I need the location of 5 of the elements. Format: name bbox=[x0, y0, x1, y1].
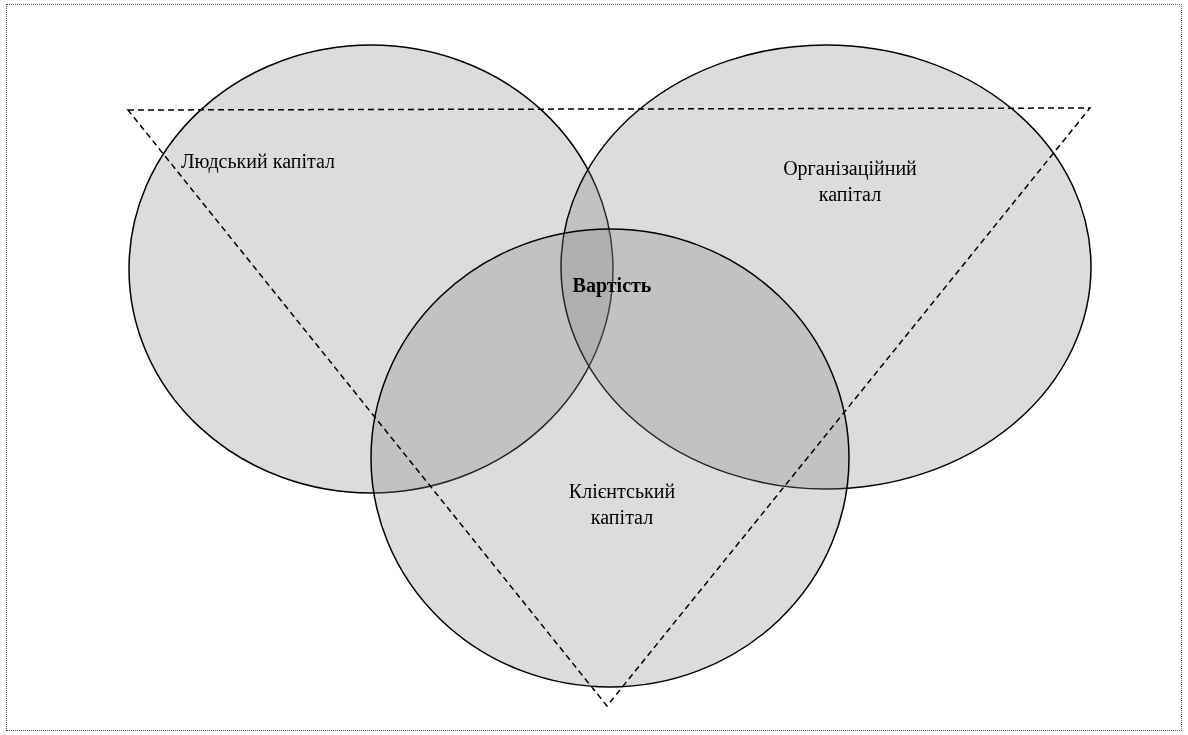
venn-circle bbox=[370, 228, 850, 688]
circle-label: Організаційний капітал bbox=[782, 156, 918, 207]
center-label: Вартість bbox=[571, 273, 653, 299]
circle-label: Клієнтський капітал bbox=[567, 479, 677, 530]
circle-label: Людський капітал bbox=[179, 149, 337, 174]
